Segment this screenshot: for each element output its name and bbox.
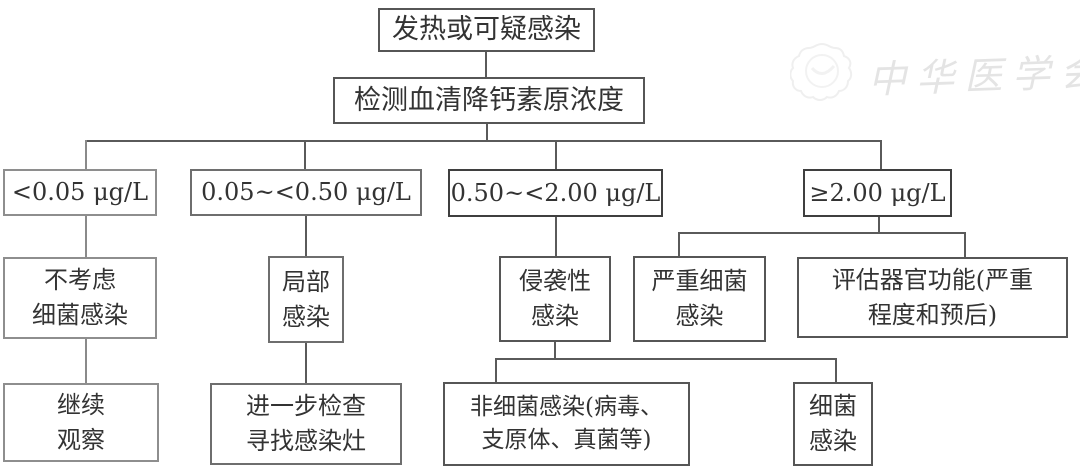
node-no-bacterial-infection: 不考虑 细菌感染 — [3, 257, 157, 339]
connector-main-branch-horizontal — [85, 140, 882, 142]
node-bacterial-infection: 细菌 感染 — [793, 382, 873, 466]
node-severe-bacterial-infection: 严重细菌 感染 — [633, 256, 766, 342]
connector-to-invasive-infection — [555, 217, 557, 256]
connector-invasive-down — [554, 342, 556, 358]
connector-drop-to-0.50-2.00 — [555, 140, 557, 169]
connector-drop-to-non-bacterial — [495, 358, 497, 382]
node-pct-lt-0.05: <0.05 μg/L — [3, 169, 157, 216]
node-pct-0.50-2.00: 0.50~<2.00 μg/L — [448, 169, 663, 217]
connector-drop-to-lt-0.05 — [85, 140, 87, 169]
node-pct-0.05-0.50: 0.05~<0.50 μg/L — [190, 169, 422, 216]
connector-ge200-down — [878, 217, 880, 232]
node-local-infection: 局部 感染 — [268, 256, 344, 343]
connector-drop-to-assess-organ — [964, 232, 966, 257]
node-continue-observation: 继续 观察 — [3, 383, 159, 462]
node-non-bacterial-infection: 非细菌感染(病毒、 支原体、真菌等) — [443, 382, 690, 466]
connector-fever-to-test — [485, 52, 487, 77]
connector-to-continue-observation — [85, 339, 87, 383]
connector-lt005-to-nobacterial — [85, 216, 87, 257]
connector-to-local-infection — [305, 216, 307, 256]
connector-test-down — [486, 124, 488, 140]
cma-seal-icon — [790, 42, 853, 101]
connector-drop-to-ge-2.00 — [880, 140, 882, 169]
watermark-text: 中华医学会 — [867, 49, 1080, 102]
node-test-serum-pct: 检测血清降钙素原浓度 — [333, 77, 645, 124]
node-pct-ge-2.00: ≥2.00 μg/L — [803, 169, 952, 217]
node-fever-or-suspected-infection: 发热或可疑感染 — [378, 8, 595, 52]
connector-invasive-split-horizontal — [495, 358, 837, 360]
connector-drop-to-0.05-0.50 — [304, 140, 306, 169]
connector-ge200-split-horizontal — [678, 232, 966, 234]
node-further-exam-find-focus: 进一步检查 寻找感染灶 — [210, 383, 402, 465]
connector-to-further-exam — [305, 343, 307, 383]
node-assess-organ-function: 评估器官功能(严重 程度和预后) — [797, 257, 1068, 338]
connector-drop-to-severe-bacterial — [678, 232, 680, 256]
connector-drop-to-bacterial — [835, 358, 837, 382]
node-invasive-infection: 侵袭性 感染 — [499, 256, 611, 342]
watermark: 中华医学会 — [790, 36, 1080, 108]
